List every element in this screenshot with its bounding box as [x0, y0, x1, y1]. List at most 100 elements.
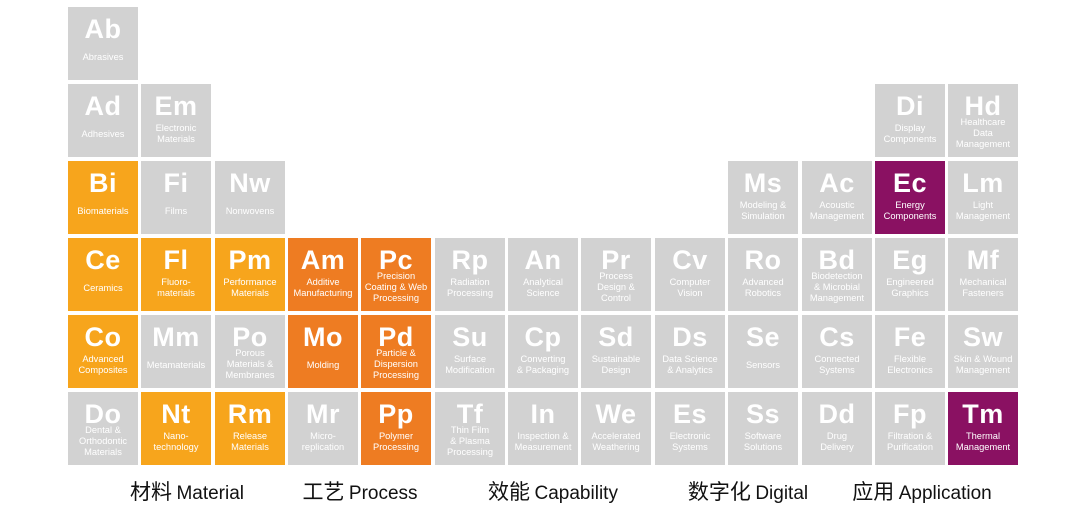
tile-label: Nano- technology: [153, 431, 199, 452]
tile-symbol: Ec: [892, 168, 928, 198]
tile-symbol: Hd: [964, 91, 1002, 121]
tile-symbol: Di: [896, 91, 924, 121]
tile-symbol: Ds: [672, 322, 708, 352]
tile-label: Particle & Dispersion Processing: [373, 348, 419, 381]
tile-symbol: Ss: [745, 399, 781, 429]
tile-label: Connected Systems: [814, 354, 860, 375]
tile-symbol: Ab: [84, 14, 122, 44]
category-label-application: 应用 Application: [852, 476, 991, 506]
tile-symbol: Cp: [524, 322, 562, 352]
tile-label: Surface Modification: [445, 354, 495, 375]
category-label-digital: 数字化 Digital: [688, 476, 808, 506]
tile-symbol: Fl: [163, 245, 189, 275]
tile-label: Filtration & Purification: [887, 431, 933, 452]
tile-symbol: Tf: [456, 399, 484, 429]
tile-symbol: Cs: [819, 322, 855, 352]
category-label-zh: 材料: [129, 481, 172, 504]
category-label-en: Capability: [534, 483, 618, 504]
tile-symbol: Mr: [306, 399, 340, 429]
tile-symbol: Am: [300, 245, 346, 275]
tile-symbol: Dd: [818, 399, 856, 429]
tile-label: Computer Vision: [669, 277, 711, 298]
tile-symbol: Pm: [228, 245, 272, 275]
tile-symbol: Bi: [89, 168, 117, 198]
tile-label: Engineered Graphics: [886, 277, 934, 298]
tile-label: Release Materials: [231, 431, 269, 452]
tile-label: Flexible Electronics: [887, 354, 933, 375]
tile-label: Light Management: [955, 200, 1011, 221]
category-label-en: Digital: [755, 483, 809, 504]
tile-symbol: An: [524, 245, 562, 275]
tile-label: Accelerated Weathering: [591, 431, 641, 452]
tile-symbol: Mf: [966, 245, 1000, 275]
tile-label: Skin & Wound Management: [953, 354, 1013, 375]
tile-label: Adhesives: [81, 128, 125, 139]
tile-symbol: Po: [232, 322, 268, 352]
tile-label: Films: [164, 205, 188, 216]
tile-label: Porous Materials & Membranes: [225, 348, 275, 381]
tile-symbol: Ac: [819, 168, 855, 198]
tile-symbol: Rm: [227, 399, 273, 429]
tile-symbol: Em: [154, 91, 198, 121]
tile-symbol: Nt: [161, 399, 191, 429]
tile-label: Process Design & Control: [597, 271, 635, 304]
tile-label: Thermal Management: [955, 431, 1011, 452]
tile-symbol: Rp: [451, 245, 489, 275]
tile-symbol: Pd: [378, 322, 414, 352]
category-label-zh: 效能: [488, 481, 531, 504]
